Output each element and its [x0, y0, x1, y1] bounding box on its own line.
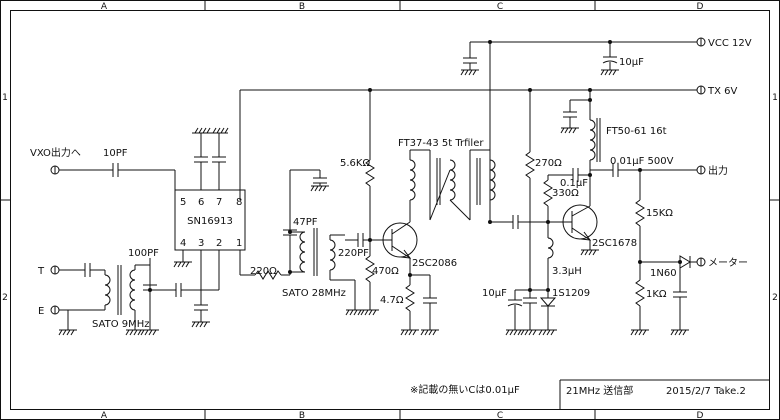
l-33uh-label: 3.3μH	[552, 266, 582, 277]
port-tx-label: TX 6V	[707, 86, 738, 97]
row-label-2-left: 2	[2, 293, 8, 303]
title-block-date: 2015/2/7 Take.2	[666, 386, 746, 397]
col-label-d-top: D	[697, 2, 704, 12]
sato-28mhz-transformer: 47PF SATO 28MHz	[282, 169, 365, 316]
r-1k-label: 1KΩ	[646, 289, 667, 300]
note-text: ※記載の無いCは0.01μF	[410, 383, 520, 396]
r-15k-label: 15KΩ	[646, 208, 673, 219]
title-block: 21MHz 送信部 2015/2/7 Take.2	[559, 379, 770, 410]
c-220pf-capacitor: 220PF	[338, 233, 385, 259]
col-label-b-top: B	[299, 2, 305, 12]
port-t[interactable]: T	[37, 265, 60, 277]
port-out[interactable]: 出力	[696, 164, 728, 177]
col-label-c-top: C	[497, 2, 503, 12]
r-5k6-resistor: 5.6KΩ	[340, 158, 375, 240]
c-10uf-top-capacitor: 10μF	[619, 57, 644, 68]
ic-pin-6: 6	[198, 197, 204, 208]
sato-9mhz-transformer: 100PF SATO 9MHz	[58, 248, 160, 336]
c-47pf-label: 47PF	[293, 217, 318, 228]
ic-pin-7: 7	[216, 197, 222, 208]
ft37-label: FT37-43 5t Trfiler	[398, 138, 484, 149]
vxo-input-path: 10PF	[59, 148, 175, 177]
port-vcc[interactable]: VCC 12V	[696, 37, 752, 49]
q2-base-network: 270Ω 330Ω 0.1μF 3.3μH 10μF 1S1209	[482, 150, 590, 336]
c-out-label: 0.01μF 500V	[610, 156, 674, 167]
r-220-resistor: 220Ω	[250, 266, 290, 280]
r-5k6-label: 5.6KΩ	[340, 158, 370, 169]
col-label-d-bottom: D	[697, 411, 704, 420]
row-label-2-right: 2	[772, 293, 778, 303]
r-330-label: 330Ω	[552, 188, 579, 199]
port-vcc-label: VCC 12V	[708, 38, 752, 49]
title-block-title: 21MHz 送信部	[566, 384, 633, 397]
c-220pf-label: 220PF	[338, 248, 369, 259]
col-label-a-bottom: A	[101, 411, 108, 420]
port-e-label: E	[38, 306, 44, 317]
c-100pf-label: 100PF	[128, 248, 159, 259]
ft50-61-choke: FT50-61 16t	[560, 98, 667, 206]
r-470-resistor: 470Ω	[360, 238, 399, 316]
ic-pin-8: 8	[236, 197, 242, 208]
row-label-1-right: 1	[772, 93, 778, 103]
port-meter-label: メーター	[708, 257, 748, 269]
q1-2sc2086-transistor: 2SC2086	[382, 221, 457, 269]
port-vxo-label: VXO出力へ	[30, 146, 81, 159]
tx-rail	[239, 88, 697, 200]
port-t-label: T	[37, 266, 45, 277]
port-e[interactable]: E	[38, 305, 60, 317]
col-label-b-bottom: B	[299, 411, 305, 420]
ft37-43-trifilar-transformer: FT37-43 5t Trfiler	[398, 138, 496, 222]
r-4k7-resistor: 4.7Ω	[380, 258, 440, 336]
ic-name-label: SN16913	[187, 216, 233, 227]
sato-9mhz-label: SATO 9MHz	[92, 319, 150, 330]
ic-pin-4: 4	[180, 238, 186, 249]
c-10uf-bottom-label: 10μF	[482, 288, 507, 299]
col-label-c-bottom: C	[497, 411, 503, 420]
output-network: 0.01μF 500V 15KΩ 1N60 1KΩ	[590, 156, 697, 336]
port-out-label: 出力	[708, 164, 728, 177]
ic-pin-3: 3	[198, 238, 204, 249]
d-1n60-label: 1N60	[650, 268, 677, 279]
ft50-label: FT50-61 16t	[606, 126, 667, 137]
ic-pin-1: 1	[236, 238, 242, 249]
port-tx[interactable]: TX 6V	[696, 85, 738, 97]
q2-2sc1678-transistor: 2SC1678	[562, 204, 637, 256]
q1-label: 2SC2086	[412, 258, 457, 269]
row-label-1-left: 1	[2, 93, 8, 103]
q2-label: 2SC1678	[592, 238, 637, 249]
ic-pin-2: 2	[216, 238, 222, 249]
r-270-label: 270Ω	[535, 158, 562, 169]
c-01uf-label: 0.1μF	[560, 178, 588, 189]
c-10pf-label: 10PF	[103, 148, 128, 159]
col-label-a-top: A	[101, 2, 108, 12]
r-220-label: 220Ω	[250, 266, 277, 277]
d-1s1209-label: 1S1209	[552, 288, 590, 299]
sato-28mhz-label: SATO 28MHz	[282, 288, 346, 299]
port-meter[interactable]: メーター	[696, 257, 748, 269]
c-10uf-top-label: 10μF	[619, 57, 644, 68]
ic-pin-5: 5	[180, 197, 186, 208]
vcc-rail	[460, 40, 697, 222]
r-4k7-label: 4.7Ω	[380, 295, 404, 306]
r-470-label: 470Ω	[372, 266, 399, 277]
ic-sn16913: SN16913 5 6 7 8 4 3 2 1	[150, 127, 255, 328]
